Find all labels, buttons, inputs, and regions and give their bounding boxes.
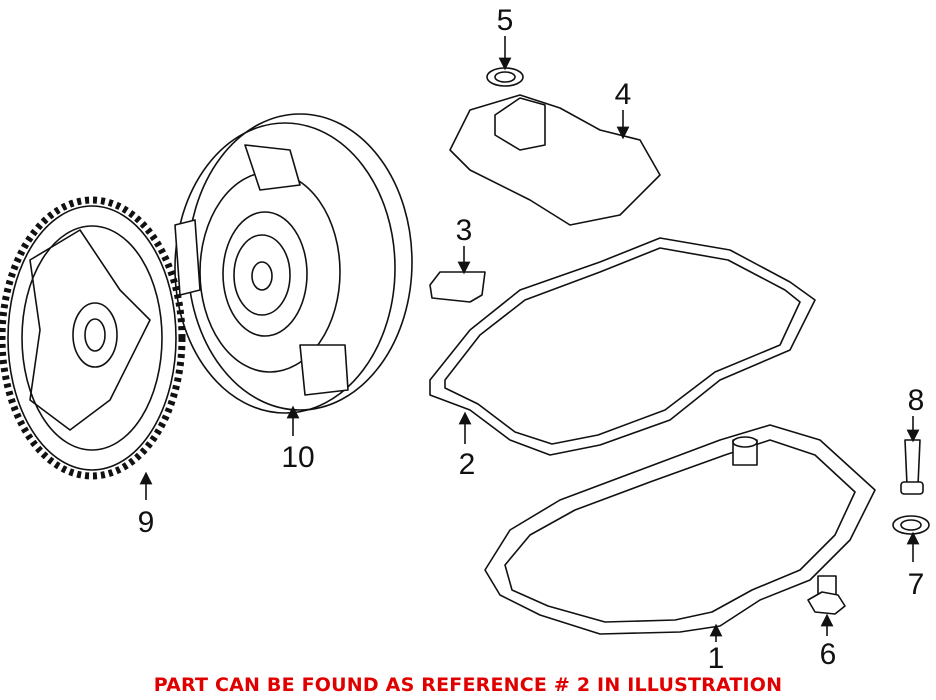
callout-3: 3 xyxy=(456,214,473,247)
seal-ring xyxy=(486,67,524,87)
callout-7: 7 xyxy=(908,568,925,601)
callout-8: 8 xyxy=(908,384,925,417)
oil-pan xyxy=(484,424,876,635)
callout-9: 9 xyxy=(138,506,155,539)
drain-plug-bolt xyxy=(904,439,921,486)
callout-10: 10 xyxy=(281,441,314,474)
callout-2: 2 xyxy=(459,448,476,481)
reference-caption: PART CAN BE FOUND AS REFERENCE # 2 IN IL… xyxy=(153,674,783,696)
flywheel xyxy=(0,196,186,480)
pan-gasket xyxy=(429,237,816,456)
sealing-washer xyxy=(892,515,930,535)
callout-4: 4 xyxy=(615,78,632,111)
clip xyxy=(429,271,486,303)
callout-5: 5 xyxy=(497,4,514,37)
torque-converter xyxy=(174,113,413,414)
leader-lines xyxy=(139,36,920,642)
callout-6: 6 xyxy=(820,638,837,671)
transmission-filter xyxy=(449,94,661,226)
callout-1: 1 xyxy=(708,642,725,675)
